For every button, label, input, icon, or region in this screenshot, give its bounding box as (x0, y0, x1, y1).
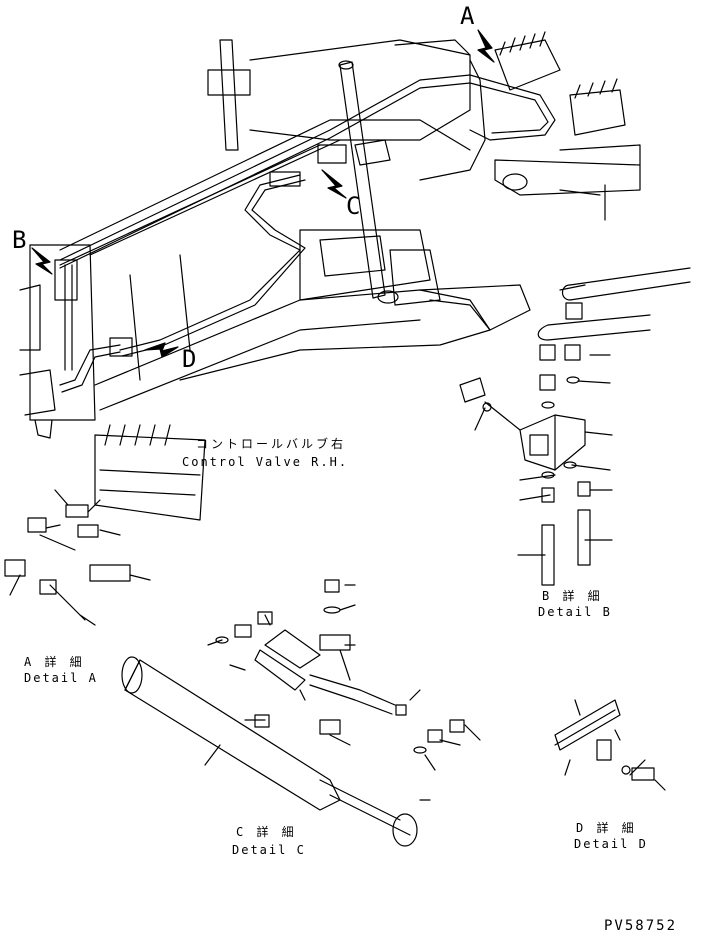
callout-a: A (460, 2, 475, 30)
detail-d-title-en: Detail D (574, 837, 648, 851)
control-lever (339, 61, 398, 303)
detail-d-leaders (565, 700, 665, 790)
pointer-arrows (32, 30, 494, 357)
machine-frame (20, 40, 640, 438)
detail-c-title-en: Detail C (232, 843, 306, 857)
callout-d: D (182, 345, 197, 373)
detail-b-title-en: Detail B (538, 605, 612, 619)
detail-d-assembly (555, 700, 654, 780)
callout-c: C (346, 192, 361, 220)
detail-a-leaders (10, 490, 150, 625)
detail-a-assembly (5, 425, 205, 620)
control-valve-upper (495, 32, 625, 135)
detail-d-title-jp: D 詳 細 (576, 821, 637, 835)
detail-b-assembly (460, 268, 690, 585)
detail-b-title-jp: B 詳 細 (542, 589, 603, 603)
detail-c-leaders (205, 585, 480, 800)
detail-c-assembly (122, 580, 464, 846)
callout-b: B (12, 226, 27, 254)
detail-a-title-jp: A 詳 細 (24, 655, 85, 669)
drawing-number: PV58752 (604, 918, 678, 934)
control-valve-label-jp: コントロールバルブ右 (196, 437, 347, 451)
control-valve-label-en: Control Valve R.H. (182, 455, 349, 469)
detail-c-title-jp: C 詳 細 (236, 825, 297, 839)
detail-b-leaders (475, 285, 612, 555)
hydraulic-lines (55, 75, 555, 392)
detail-a-title-en: Detail A (24, 671, 98, 685)
